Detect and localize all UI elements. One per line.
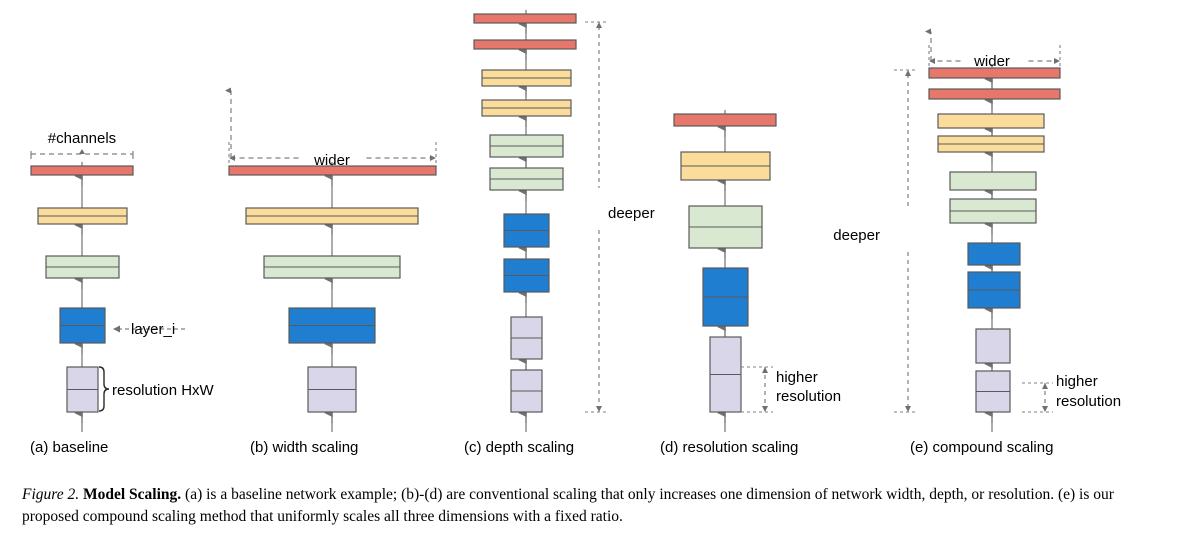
panel-label-e: (e) compound scaling <box>910 439 1053 456</box>
wider-span-arrow-left <box>929 58 935 64</box>
higher-resolution-label-line1: higher <box>776 369 818 386</box>
layer-yellow <box>245 207 419 225</box>
layer-yellow <box>37 207 128 225</box>
panel-label-a: (a) baseline <box>30 439 108 456</box>
layer-green-2 <box>489 134 564 158</box>
layer-yellow-1 <box>481 99 572 117</box>
wider-span-arrow-left <box>229 155 235 161</box>
layer-i-arrow <box>113 325 120 333</box>
resolution-brace-brace <box>98 366 110 412</box>
deeper-span-arrow-bottom <box>905 406 911 412</box>
higher-resolution-arrow-bottom <box>762 406 768 412</box>
annotation-channels-span: #channels <box>30 130 134 159</box>
layer-yellow-2 <box>937 113 1045 129</box>
layer-red-1 <box>928 88 1061 100</box>
channels-span-marker <box>79 149 85 154</box>
wider-span-label: wider <box>313 152 350 169</box>
layer-red-1-rect <box>473 39 577 50</box>
layer-blue <box>288 307 376 344</box>
layer-red <box>30 165 134 176</box>
deeper-span-arrow-top <box>596 22 602 28</box>
panel-e: wider deeper higher resolution (e) compound … <box>833 28 1121 456</box>
input-purple-2-rect <box>975 328 1011 364</box>
layer-red-rect <box>30 165 134 176</box>
panel-label-c: (c) depth scaling <box>464 439 574 456</box>
layer-yellow-2 <box>481 69 572 87</box>
input-purple-2 <box>975 328 1011 364</box>
annotation-layer-i: layer_i <box>113 321 185 338</box>
layer-green-2-rect <box>949 171 1037 191</box>
layer-blue-1 <box>503 258 550 293</box>
layer-blue-1 <box>967 271 1021 309</box>
caption-figure-number: Figure 2. <box>22 486 80 503</box>
layer-red-2 <box>928 67 1061 79</box>
input-purple-1 <box>975 370 1011 413</box>
annotation-deeper-span: deeper <box>585 21 655 413</box>
wider-span-arrow-right <box>1054 58 1060 64</box>
input-purple-2 <box>510 316 543 360</box>
layer-green-1 <box>949 198 1037 224</box>
annotation-higher-resolution: higher resolution <box>741 366 841 413</box>
layer-red <box>673 113 777 127</box>
input-purple-1 <box>510 369 543 413</box>
annotation-wider-span: wider <box>925 28 1061 70</box>
panel-d: higher resolution (d) resolution scaling <box>660 110 841 456</box>
layer-red-2-rect <box>928 67 1061 79</box>
layer-red-1 <box>473 39 577 50</box>
panel-b: wider (b) width scaling <box>225 87 437 456</box>
layer-blue <box>702 267 749 327</box>
model-scaling-diagram: #channels layer_i resolution HxW (a) baseli… <box>30 10 1121 456</box>
input-purple <box>66 366 99 413</box>
annotation-resolution-brace: resolution HxW <box>98 366 215 412</box>
layer-red-1-rect <box>928 88 1061 100</box>
layer-yellow <box>680 151 771 181</box>
higher-resolution-arrow-top <box>1042 383 1048 389</box>
panel-a: #channels layer_i resolution HxW (a) baseli… <box>30 130 215 456</box>
wider-span-label: wider <box>973 53 1010 70</box>
input-purple <box>709 336 742 413</box>
layer-blue-2 <box>503 213 550 248</box>
resolution-brace-label: resolution HxW <box>112 382 215 399</box>
wider-span-arrow-right <box>430 155 436 161</box>
layer-yellow-1 <box>937 135 1045 153</box>
layer-red-rect <box>673 113 777 127</box>
deeper-span-arrow-top <box>905 70 911 76</box>
deeper-span-label: deeper <box>608 205 655 222</box>
figure-caption: Figure 2. Model Scaling. (a) is a baseli… <box>22 484 1162 528</box>
layer-blue-2-rect <box>967 242 1021 266</box>
caption-title: Model Scaling. <box>83 486 182 503</box>
higher-resolution-arrow-top <box>762 367 768 373</box>
channels-span-label: #channels <box>48 130 116 147</box>
layer-red-rect <box>228 165 437 176</box>
deeper-span-arrow-bottom <box>596 406 602 412</box>
higher-resolution-label-line2: resolution <box>776 388 841 405</box>
layer-yellow-2-rect <box>937 113 1045 129</box>
panel-label-d: (d) resolution scaling <box>660 439 798 456</box>
layer-red-2-rect <box>473 13 577 24</box>
layer-green-1 <box>489 167 564 191</box>
layer-green <box>45 255 120 279</box>
layer-blue-2 <box>967 242 1021 266</box>
annotation-deeper-span: deeper <box>833 69 918 413</box>
layer-green-2 <box>949 171 1037 191</box>
panel-label-b: (b) width scaling <box>250 439 358 456</box>
layer-red <box>228 165 437 176</box>
higher-resolution-label-line1: higher <box>1056 373 1098 390</box>
layer-i-label: layer_i <box>131 321 175 338</box>
annotation-higher-resolution: higher resolution <box>1022 373 1121 413</box>
input-purple <box>307 366 357 413</box>
annotation-wider-span: wider <box>225 87 437 169</box>
layer-green <box>263 255 401 279</box>
layer-red-2 <box>473 13 577 24</box>
layer-green <box>688 205 763 249</box>
higher-resolution-arrow-bottom <box>1042 406 1048 412</box>
panel-c: deeper (c) depth scaling <box>464 10 655 456</box>
higher-resolution-label-line2: resolution <box>1056 393 1121 410</box>
caption-body: (a) is a baseline network example; (b)-(… <box>22 486 1114 525</box>
layer-blue <box>59 307 106 344</box>
deeper-span-label: deeper <box>833 227 880 244</box>
